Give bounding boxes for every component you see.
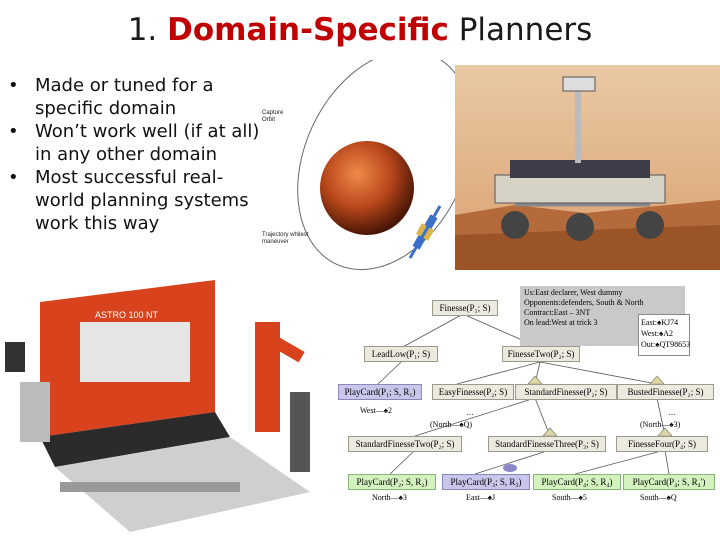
info-line: On lead:West at trick 3 — [524, 318, 598, 327]
tree-node-finessefour: FinesseFour(P₄; S) — [616, 436, 708, 452]
tree-node-standardfinessetwo: StandardFinesseTwo(P₂; S) — [348, 436, 462, 452]
info-line: Opponents:defenders, South & North — [524, 298, 644, 307]
title-number: 1. — [127, 12, 158, 48]
hand-line: East:♠KJ74 — [641, 318, 679, 327]
tree-node-standardfinessethree: StandardFinesseThree(P₃; S) — [488, 436, 606, 452]
ellipsis: … — [466, 408, 474, 417]
bullet-item: Most successful real-world planning syst… — [8, 166, 270, 235]
edge-label-north-3: (North—♠3) — [640, 420, 681, 429]
tree-node-playcard-r4prime: PlayCard(P₄; S, R₄') — [623, 474, 715, 490]
tree-node-standardfinesse: StandardFinesse(P₂; S) — [515, 384, 617, 400]
tree-node-playcard-r4: PlayCard(P₄; S, R₄) — [533, 474, 621, 490]
edge-label-bottom: South—♠Q — [640, 493, 677, 502]
trajectory-label: Trajectory whilest maneuver — [262, 232, 308, 246]
edge-label-bottom: South—♠5 — [552, 493, 587, 502]
tree-node-root: Finesse(P₁; S) — [432, 300, 498, 316]
tree-node-playcard: PlayCard(P₁; S, R₁) — [338, 384, 422, 400]
machine-brand-text: ASTRO 100 NT — [95, 310, 159, 320]
hand-line: Out:♠QT98653 — [641, 340, 691, 349]
info-line: Us:East declarer, West dummy — [524, 288, 623, 297]
capture-orbit-label: Capture Orbit — [262, 110, 283, 124]
mars-rover-image — [455, 65, 720, 270]
mars-orbit-diagram — [297, 60, 465, 271]
ellipsis: … — [668, 408, 676, 417]
label-line: maneuver — [262, 239, 289, 245]
title-rest: Planners — [458, 12, 593, 48]
mars-planet — [320, 141, 414, 235]
tree-node-playcard-r2: PlayCard(P₂; S, R₂) — [348, 474, 436, 490]
hand-box: East:♠KJ74 West:♠A2 Out:♠QT98653 — [638, 314, 690, 356]
edge-label-west: West—♠2 — [360, 406, 393, 415]
satellite — [408, 205, 442, 259]
bullet-item: Won’t work well (if at all) in any other… — [8, 120, 270, 166]
edge-label-bottom: East—♠J — [466, 493, 496, 502]
title-highlight: Domain-Specific — [167, 12, 449, 48]
tree-node-bustedfinesse: BustedFinesse(P₂; S) — [617, 384, 714, 400]
tree-node-playcard-r3: PlayCard(P₃; S, R₃) — [442, 474, 530, 490]
label-line: Capture — [262, 110, 284, 116]
tree-node-finessetwo: FinesseTwo(P₂; S) — [502, 346, 580, 362]
bullet-list: Made or tuned for a specific domain Won’… — [8, 74, 270, 235]
tree-node-easyfinesse: EasyFinesse(P₂; S) — [432, 384, 514, 400]
edge-label-bottom: North—♠3 — [372, 493, 407, 502]
tree-node-leadlow: LeadLow(P₁; S) — [364, 346, 438, 362]
press-brake-machine-image: ASTRO 100 NT — [0, 262, 330, 540]
hand-line: West:♠A2 — [641, 329, 674, 338]
label-line: Trajectory whilest — [262, 232, 309, 238]
edge-label-north-q: (North—♠Q) — [430, 420, 473, 429]
bullet-item: Made or tuned for a specific domain — [8, 74, 270, 120]
info-line: Contract:East – 3NT — [524, 308, 591, 317]
slide-title: 1. Domain-Specific Planners — [0, 12, 720, 48]
label-line: Orbit — [262, 117, 276, 123]
